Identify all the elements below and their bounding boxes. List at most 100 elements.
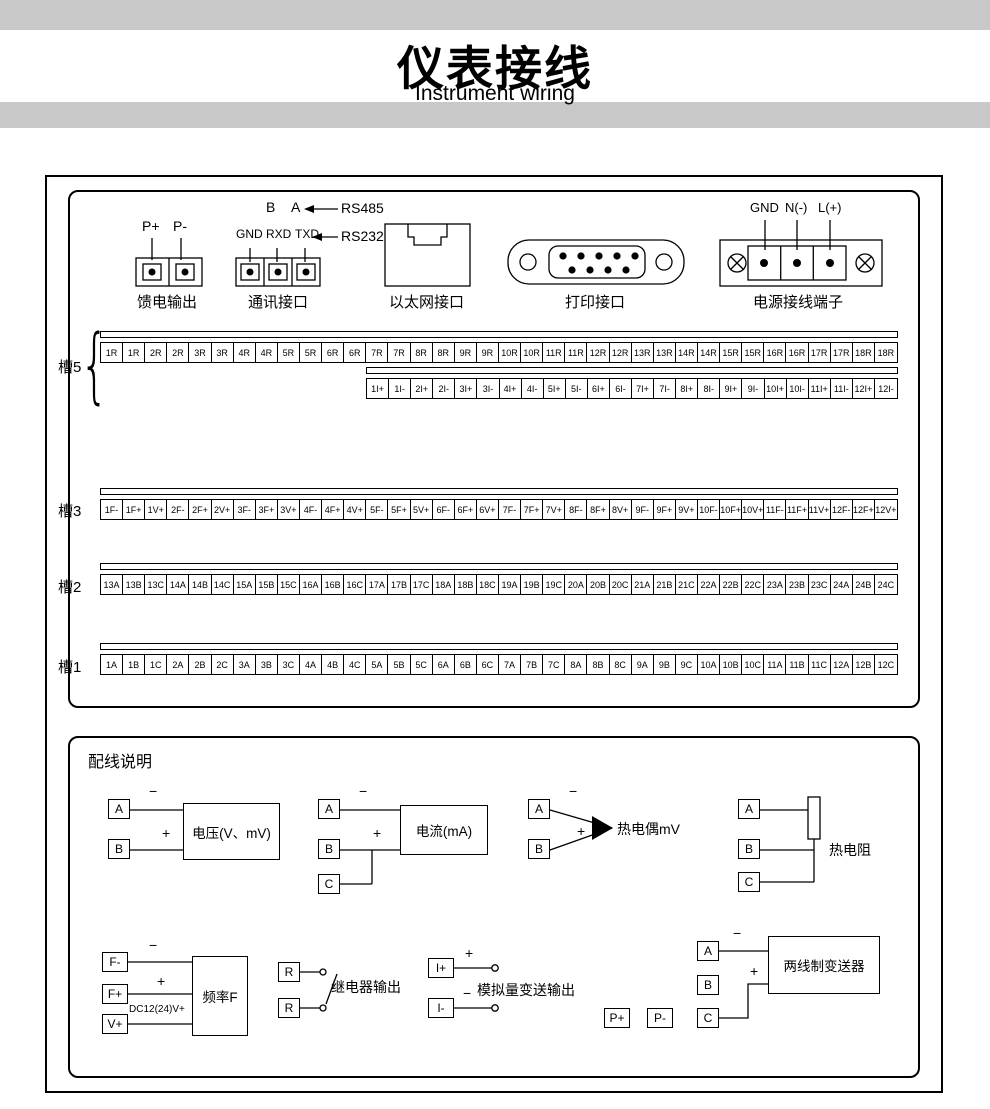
terminal-cell: 6I+: [588, 379, 610, 398]
thermocouple-wires: [549, 809, 613, 851]
terminal-cell: 17R: [809, 343, 831, 362]
terminal-cell: 1I-: [389, 379, 412, 398]
comm-txd-label: TXD: [295, 227, 319, 241]
terminal-cell: 20A: [565, 575, 588, 594]
terminal-cell: 6B: [455, 655, 477, 674]
terminal-cell: 11A: [764, 655, 787, 674]
terminal-cell: 12I-: [878, 383, 894, 394]
current-terminal-b: B: [318, 839, 340, 859]
analog-terminal-iplus: I+: [428, 958, 454, 978]
terminal-cell: 18R: [877, 347, 895, 358]
terminal-cell: 9C: [676, 655, 698, 674]
terminal-cell: 3F-: [234, 500, 256, 519]
transmitter-device-box: 两线制变送器: [768, 936, 880, 994]
rtd-terminal-c: C: [738, 872, 760, 892]
top-band: [0, 0, 990, 30]
slot5-row1-rail: [100, 331, 898, 338]
terminal-cell: 23C: [809, 575, 831, 594]
relay-terminal-r1: R: [278, 962, 300, 982]
terminal-cell: 2I+: [411, 379, 434, 398]
terminal-cell: 2V+: [212, 500, 234, 519]
terminal-cell: 12C: [877, 659, 895, 670]
thermocouple-plus-sign: +: [577, 823, 586, 839]
terminal-cell: 12B: [853, 655, 875, 674]
power-n-label: N(-): [785, 200, 808, 215]
terminal-cell: 6R: [322, 343, 345, 362]
terminal-cell: 1C: [145, 655, 168, 674]
terminal-cell: 14R: [676, 343, 698, 362]
thermocouple-terminal-b: B: [528, 839, 550, 859]
transmitter-terminal-pplus: P+: [604, 1008, 630, 1028]
slot3-rail: [100, 488, 898, 495]
terminal-cell: 14B: [189, 575, 212, 594]
ethernet-port-drawing: [384, 223, 471, 287]
terminal-cell: 3C: [278, 655, 300, 674]
frequency-terminal-fminus: F-: [102, 952, 128, 972]
terminal-cell: 9I-: [742, 379, 765, 398]
frequency-plus-sign: +: [157, 973, 166, 989]
terminal-cell: 1R: [101, 343, 124, 362]
terminal-cell: 16B: [322, 575, 345, 594]
terminal-cell: 4I-: [522, 379, 544, 398]
terminal-cell: 4F+: [322, 500, 345, 519]
terminal-cell: 9R: [455, 343, 477, 362]
transmitter-minus-sign: −: [733, 925, 742, 941]
terminal-cell: 17R: [831, 343, 853, 362]
terminal-cell: 2F-: [167, 500, 190, 519]
terminal-cell: 20B: [587, 575, 610, 594]
terminal-cell: 2I-: [433, 379, 456, 398]
rtd-wires: [760, 796, 821, 883]
terminal-cell: 15B: [256, 575, 278, 594]
terminal-cell: 10F-: [698, 500, 721, 519]
terminal-cell: 5I-: [566, 379, 588, 398]
slot3-cells: 1F-1F+1V+2F-2F+2V+3F-3F+3V+4F-4F+4V+5F-5…: [100, 499, 898, 520]
terminal-cell: 19B: [521, 575, 544, 594]
frequency-device-box: 频率F: [192, 956, 248, 1036]
terminal-cell: 6V+: [477, 500, 499, 519]
terminal-cell: 4I+: [500, 379, 522, 398]
terminal-cell: 3B: [256, 655, 278, 674]
terminal-cell: 5B: [388, 655, 411, 674]
terminal-cell: 9I+: [720, 379, 743, 398]
thermocouple-minus-sign: −: [569, 783, 578, 799]
terminal-cell: 7R: [388, 343, 411, 362]
terminal-cell: 6C: [477, 655, 499, 674]
terminal-cell: 5F+: [388, 500, 411, 519]
terminal-cell: 24C: [877, 579, 895, 590]
terminal-cell: 7F-: [499, 500, 522, 519]
terminal-cell: 22B: [720, 575, 743, 594]
wiring-graphics: [128, 796, 821, 1025]
terminal-cell: 15R: [720, 343, 743, 362]
terminal-cell: 15R: [742, 343, 765, 362]
terminal-cell: 12F+: [853, 500, 875, 519]
voltage-terminal-b: B: [108, 839, 130, 859]
power-terminal-drawing: [719, 220, 883, 287]
terminal-cell: 18R: [853, 343, 875, 362]
terminal-cell: 18C: [477, 575, 499, 594]
terminal-cell: 10I-: [787, 379, 809, 398]
thermocouple-terminal-a: A: [528, 799, 550, 819]
printer-port-drawing: [507, 239, 685, 285]
terminal-cell: 2R: [145, 343, 168, 362]
terminal-cell: 7V+: [543, 500, 566, 519]
terminal-cell: 23A: [764, 575, 787, 594]
rs485-label: RS485: [341, 200, 384, 216]
terminal-cell: 3V+: [278, 500, 300, 519]
power-l-label: L(+): [818, 200, 842, 215]
rtd-terminal-a: A: [738, 799, 760, 819]
slot2-label: 槽2: [58, 579, 82, 596]
terminal-cell: 7C: [543, 655, 566, 674]
terminal-cell: 6A: [433, 655, 455, 674]
feed-pin-plus-label: P+: [142, 218, 160, 234]
terminal-cell: 5C: [411, 655, 433, 674]
terminal-cell: 3F+: [256, 500, 278, 519]
transmitter-terminal-pminus: P-: [647, 1008, 673, 1028]
slot1-rail: [100, 643, 898, 650]
terminal-cell: 11V+: [809, 500, 831, 519]
thermocouple-label: 热电偶mV: [617, 821, 680, 837]
frequency-wires: [128, 961, 192, 1025]
terminal-cell: 10A: [698, 655, 721, 674]
terminal-cell: 3A: [234, 655, 256, 674]
transmitter-plus-sign: +: [750, 963, 759, 979]
